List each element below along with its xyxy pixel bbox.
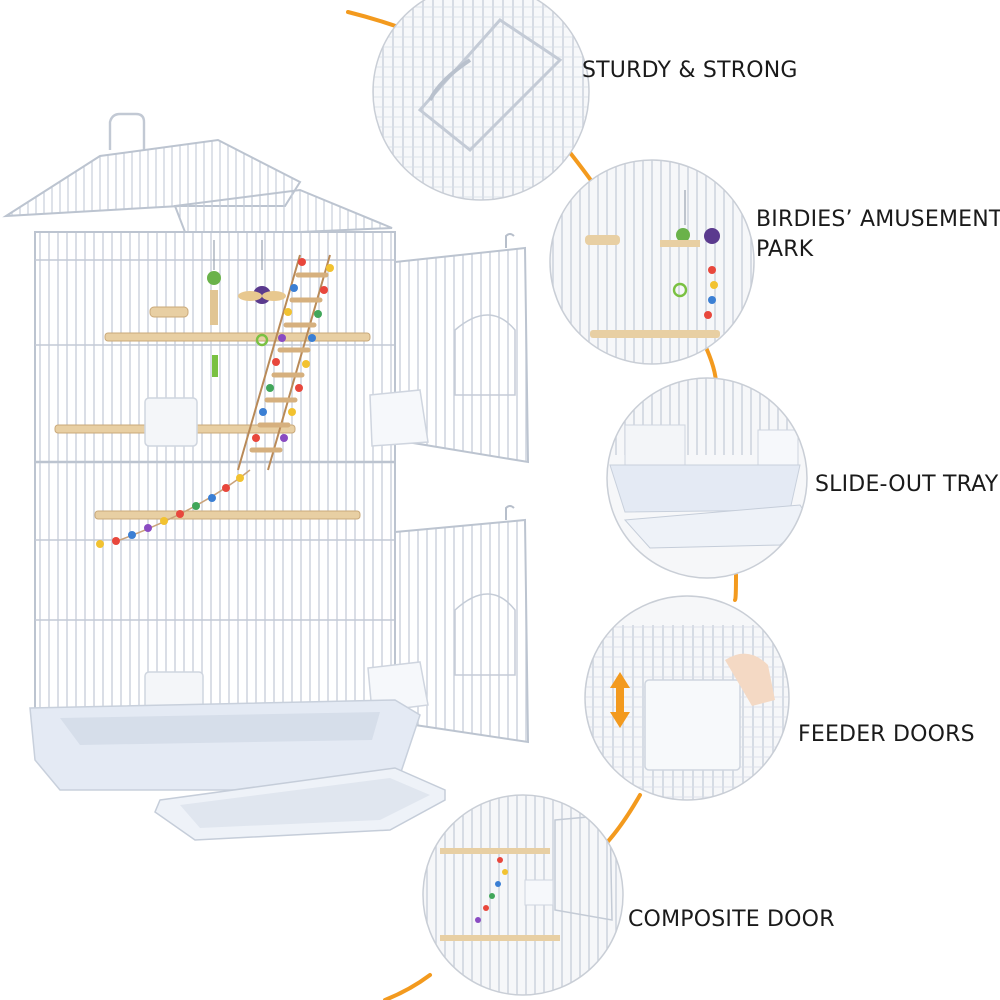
feeder-cup — [369, 389, 429, 447]
double-arrow-icon — [610, 672, 630, 728]
feature-label-sturdy: STURDY & STRONG — [582, 58, 798, 83]
feature-label-feeder: FEEDER DOORS — [798, 722, 975, 747]
feature-label-amusement: BIRDIES’ AMUSEMENT PARK — [756, 205, 1000, 265]
feature-label-door: COMPOSITE DOOR — [628, 907, 835, 932]
detail-sturdy — [373, 0, 589, 200]
perch — [104, 332, 371, 342]
feature-label-line: BIRDIES’ AMUSEMENT — [756, 207, 1000, 232]
detail-door — [423, 795, 623, 995]
toy-ladder — [96, 254, 334, 548]
cage-handle — [108, 112, 146, 150]
detail-amusement — [550, 160, 754, 364]
perch — [149, 306, 189, 318]
lower-door — [394, 518, 530, 744]
detail-feeder — [585, 596, 789, 800]
upper-door — [394, 246, 530, 464]
feeder-cup — [144, 397, 198, 447]
hanging-toys — [207, 240, 286, 377]
feature-label-tray: SLIDE-OUT TRAY — [815, 472, 999, 497]
detail-tray — [607, 378, 807, 578]
feeder-cup — [367, 661, 429, 713]
lower-cage-body — [34, 461, 396, 713]
perch — [94, 510, 361, 520]
feature-label-line: PARK — [756, 237, 814, 262]
